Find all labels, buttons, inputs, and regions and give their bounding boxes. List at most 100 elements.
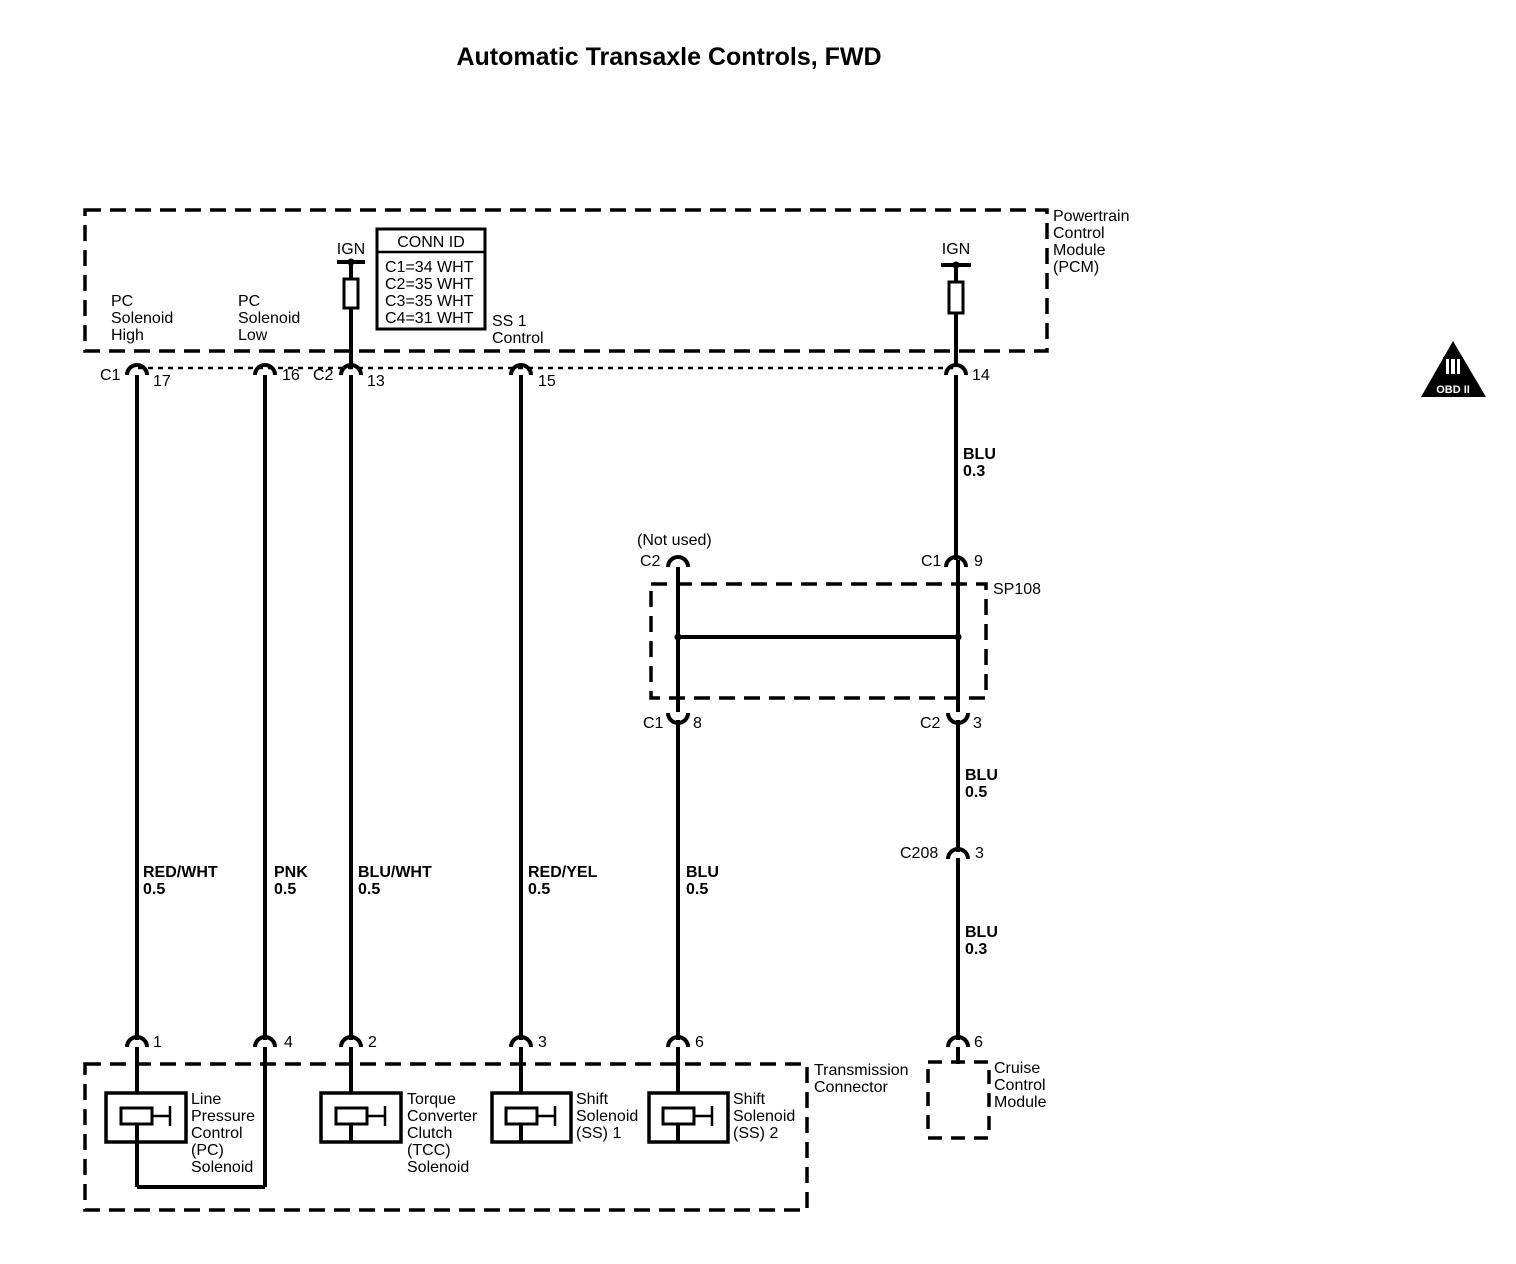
conn-id-header: CONN ID — [397, 234, 465, 251]
ss1-control-label-1: SS 1 — [492, 313, 527, 330]
pc-low-label-2: Solenoid — [238, 310, 300, 327]
connector-c208: C208 3 — [900, 845, 984, 862]
c208-name: C208 — [900, 845, 938, 862]
obd-ii-badge-icon: II OBD II — [1421, 341, 1486, 397]
trans-pin-2: 2 — [368, 1034, 377, 1051]
tcc-solenoid-label-5: Solenoid — [407, 1159, 469, 1176]
transmission-label-2: Connector — [814, 1079, 888, 1096]
cruise-control-module: Cruise Control Module — [926, 1047, 1047, 1140]
tcc-solenoid-coil-icon — [334, 1106, 369, 1126]
conn-id-c3: C3=35 WHT — [385, 293, 474, 310]
ign-left-source: IGN — [337, 241, 365, 364]
wire-blu-wht-color: BLU/WHT — [358, 864, 432, 881]
splice-sp108: SP108 (Not used) C2 C1 9 C1 8 C2 3 — [637, 532, 1041, 732]
splice-top-right-conn: C1 — [921, 553, 942, 570]
splice-top-left-conn: C2 — [640, 553, 661, 570]
pc-solenoid-coil-icon — [119, 1106, 154, 1126]
splice-bottom-right-conn: C2 — [920, 715, 941, 732]
wire-blu-low-right-gauge: 0.3 — [965, 941, 987, 958]
wires — [135, 375, 960, 1040]
wire-blu-mid-right-gauge: 0.5 — [965, 784, 987, 801]
tcc-solenoid-label-1: Torque — [407, 1091, 456, 1108]
pcm-pin-15: 15 — [538, 373, 556, 390]
ss1-control-label-2: Control — [492, 330, 544, 347]
wire-blu-mid-right-color: BLU — [965, 767, 998, 784]
splice-bottom-left-pin: 8 — [693, 715, 702, 732]
pcm-pin-14: 14 — [972, 367, 990, 384]
ign-right-source: IGN — [941, 241, 971, 364]
wire-blu-top-right-color: BLU — [963, 446, 996, 463]
transmission-label-1: Transmission — [814, 1062, 909, 1079]
pc-solenoid-label-1: Line — [191, 1091, 221, 1108]
pcm-pin-13: 13 — [367, 373, 385, 390]
conn-id-c2: C2=35 WHT — [385, 276, 474, 293]
diagram-title: Automatic Transaxle Controls, FWD — [456, 43, 881, 71]
pc-solenoid-label-5: Solenoid — [191, 1159, 253, 1176]
wire-red-yel-gauge: 0.5 — [528, 881, 550, 898]
obd-badge-text: OBD II — [1436, 384, 1470, 396]
pcm-conn-c1: C1 — [100, 367, 121, 384]
ign-right-label: IGN — [942, 241, 970, 258]
pcm-pin-connectors — [125, 363, 968, 376]
ss1-solenoid-label-2: Solenoid — [576, 1108, 638, 1125]
fuse-left-icon — [342, 277, 360, 310]
pc-low-label-3: Low — [238, 327, 268, 344]
pcm-module: Powertrain Control Module (PCM) IGN CONN… — [83, 208, 1129, 364]
transmission-pin-connectors — [125, 1035, 970, 1048]
ss1-solenoid-label-3: (SS) 1 — [576, 1125, 621, 1142]
cruise-label-2: Control — [994, 1077, 1046, 1094]
ss2-solenoid-label-2: Solenoid — [733, 1108, 795, 1125]
pc-high-label-2: Solenoid — [111, 310, 173, 327]
ss1-solenoid: Shift Solenoid (SS) 1 — [490, 1047, 638, 1144]
ss1-solenoid-label-1: Shift — [576, 1091, 609, 1108]
trans-pin-4: 4 — [284, 1034, 293, 1051]
pcm-label-2: Control — [1053, 225, 1105, 242]
cruise-label-3: Module — [994, 1094, 1047, 1111]
wire-red-yel-color: RED/YEL — [528, 864, 598, 881]
tcc-solenoid-label-4: (TCC) — [407, 1142, 451, 1159]
ss2-solenoid-coil-icon — [661, 1106, 696, 1126]
pc-low-label-1: PC — [238, 293, 260, 310]
wire-pnk-gauge: 0.5 — [274, 881, 296, 898]
pc-solenoid-label-4: (PC) — [191, 1142, 224, 1159]
wire-blu-mid-gauge: 0.5 — [686, 881, 708, 898]
tcc-solenoid: Torque Converter Clutch (TCC) Solenoid — [319, 1047, 478, 1176]
pcm-label-1: Powertrain — [1053, 208, 1129, 225]
splice-bottom-right-pin: 3 — [973, 715, 982, 732]
pcm-conn-c2: C2 — [313, 367, 334, 384]
ign-left-label: IGN — [337, 241, 365, 258]
wire-blu-wht-gauge: 0.5 — [358, 881, 380, 898]
splice-not-used: (Not used) — [637, 532, 712, 549]
conn-id-c4: C4=31 WHT — [385, 310, 474, 327]
tcc-solenoid-label-3: Clutch — [407, 1125, 452, 1142]
pcm-label-3: Module — [1053, 242, 1106, 259]
fuse-right-icon — [947, 280, 965, 315]
pc-solenoid-label-2: Pressure — [191, 1108, 255, 1125]
pcm-pin-17: 17 — [153, 373, 171, 390]
wire-red-wht-gauge: 0.5 — [143, 881, 165, 898]
c208-pin: 3 — [975, 845, 984, 862]
wire-blu-top-right-gauge: 0.3 — [963, 463, 985, 480]
trans-pin-6: 6 — [695, 1034, 704, 1051]
pc-solenoid-label-3: Control — [191, 1125, 243, 1142]
ss2-solenoid: Shift Solenoid (SS) 2 — [647, 1047, 795, 1144]
cruise-pin-6: 6 — [974, 1034, 983, 1051]
wire-blu-mid-color: BLU — [686, 864, 719, 881]
conn-id-table: CONN ID C1=34 WHT C2=35 WHT C3=35 WHT C4… — [375, 227, 487, 331]
splice-top-right-pin: 9 — [974, 553, 983, 570]
pc-high-label-1: PC — [111, 293, 133, 310]
trans-pin-1: 1 — [153, 1034, 162, 1051]
pcm-pin-16: 16 — [282, 367, 300, 384]
ss2-solenoid-label-3: (SS) 2 — [733, 1125, 778, 1142]
transmission-connector: Transmission Connector Line Pressure Con… — [83, 1047, 909, 1212]
tcc-solenoid-label-2: Converter — [407, 1108, 478, 1125]
splice-name: SP108 — [993, 581, 1041, 598]
pcm-label-4: (PCM) — [1053, 259, 1099, 276]
pc-solenoid: Line Pressure Control (PC) Solenoid — [104, 1047, 267, 1189]
cruise-label-1: Cruise — [994, 1060, 1040, 1077]
wire-red-wht-color: RED/WHT — [143, 864, 218, 881]
wire-pnk-color: PNK — [274, 864, 308, 881]
splice-bottom-left-conn: C1 — [643, 715, 664, 732]
trans-pin-3: 3 — [538, 1034, 547, 1051]
